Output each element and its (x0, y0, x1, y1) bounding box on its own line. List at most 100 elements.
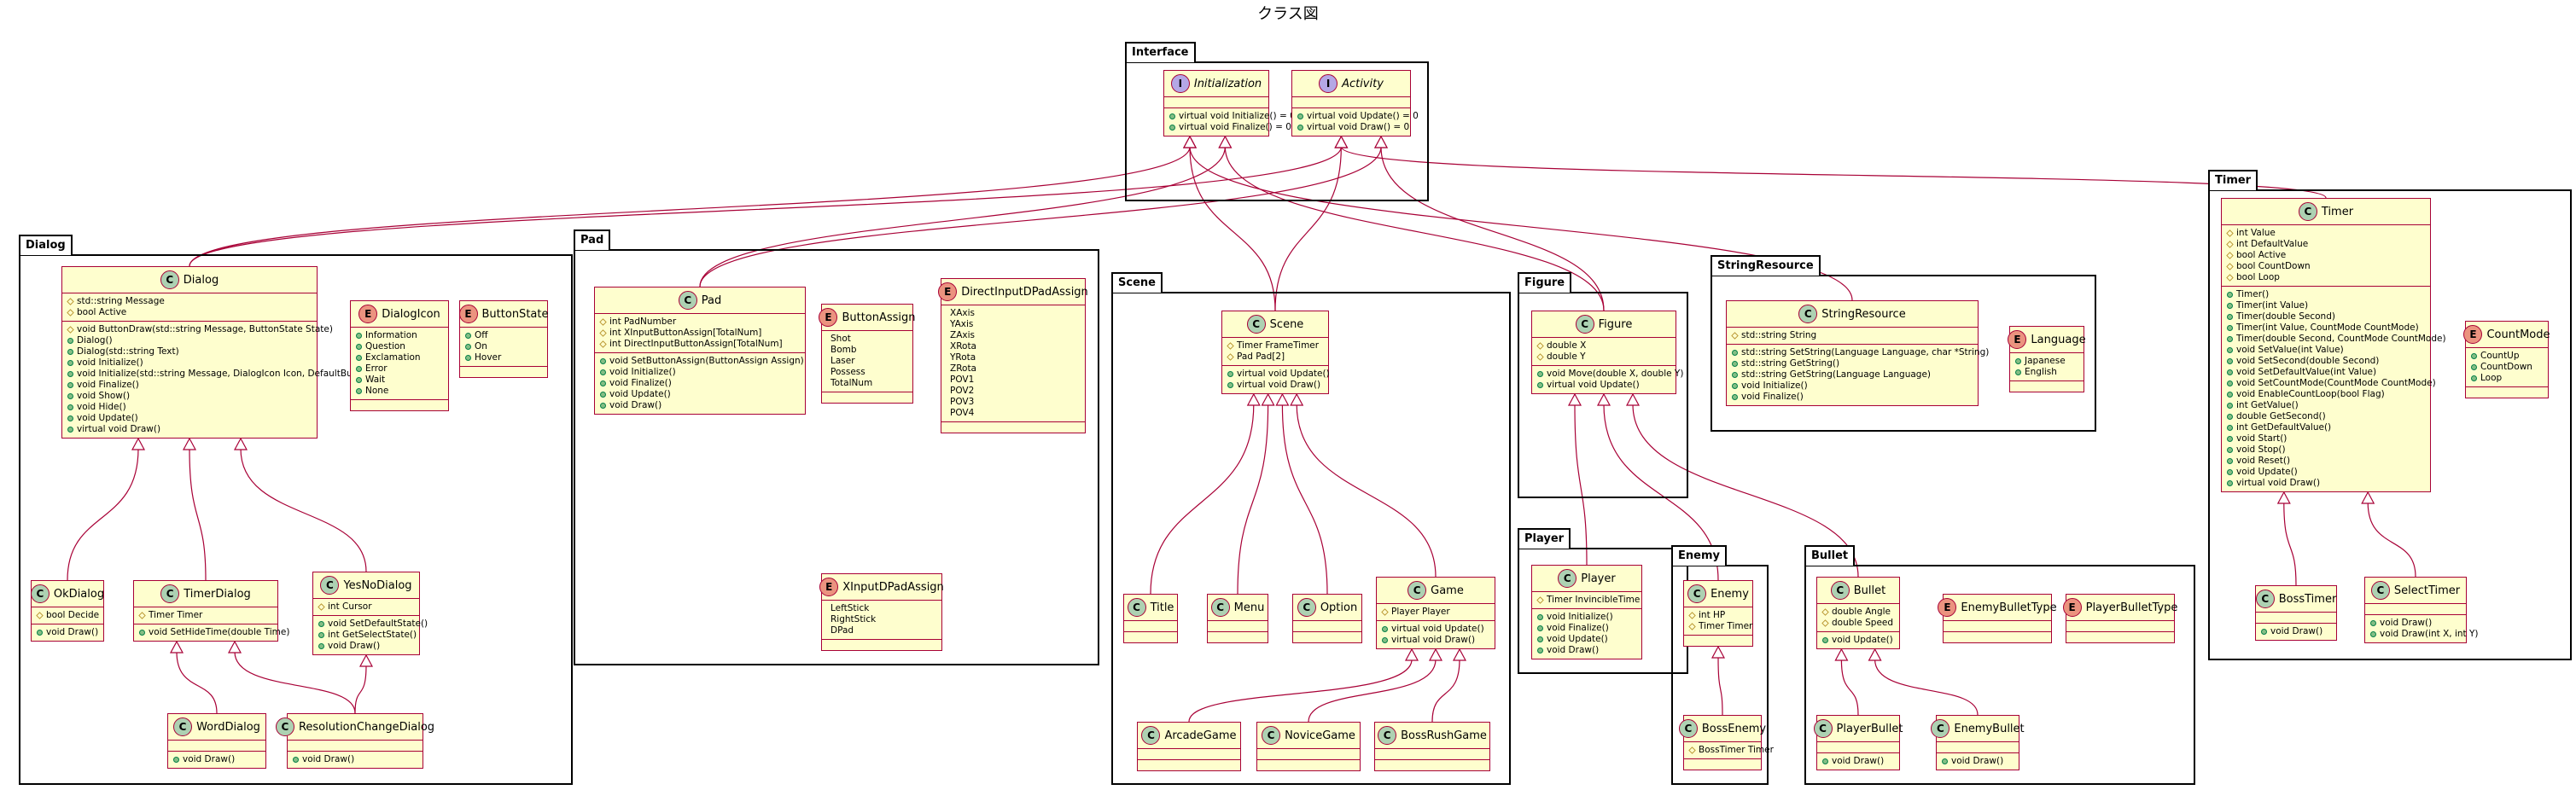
member-text: POV1 (950, 375, 975, 385)
member-row: LeftStick (827, 603, 936, 614)
protected-visibility-icon (1227, 342, 1234, 350)
class-badge-icon: C (2298, 202, 2317, 221)
public-visibility-icon (318, 621, 324, 627)
public-visibility-icon (356, 333, 362, 339)
member-row: void Draw() (1822, 756, 1894, 767)
member-text: void Finalize() (77, 380, 139, 390)
member-text: void Update() (1547, 634, 1608, 644)
member-row: double GetSecond() (2227, 411, 2425, 422)
member-text: BossTimer Timer (1699, 745, 1774, 755)
public-visibility-icon (356, 355, 362, 361)
public-visibility-icon (1382, 637, 1388, 643)
methods-section: void ButtonDraw(std::string Message, But… (62, 321, 374, 438)
member-row: void Finalize() (1537, 623, 1636, 634)
member-row: double Speed (1821, 618, 1894, 629)
member-row: double Y (1536, 351, 1670, 363)
member-text: void ButtonDraw(std::string Message, But… (77, 324, 333, 334)
member-text: YAxis (950, 319, 974, 329)
member-row: void Draw() (173, 754, 260, 765)
member-text: Pad Pad[2] (1237, 351, 1285, 362)
public-visibility-icon (67, 360, 73, 366)
protected-visibility-icon (318, 603, 325, 611)
class-name: CountMode (2486, 328, 2550, 341)
inheritance-edge (240, 448, 367, 572)
class-name: Dialog (183, 273, 219, 287)
protected-visibility-icon (2226, 229, 2234, 237)
class-name: Initialization (1193, 77, 1262, 90)
realization-edge (1189, 146, 1276, 311)
public-visibility-icon (2227, 358, 2233, 364)
hollow-arrowhead-icon (358, 653, 374, 667)
public-visibility-icon (1537, 636, 1543, 642)
fields-section (1124, 620, 1177, 631)
class-name: Option (1320, 601, 1358, 614)
methods-section: virtual void Update()virtual void Draw() (1222, 365, 1330, 393)
class-name: YesNoDialog (343, 578, 412, 592)
member-text: Possess (830, 367, 865, 377)
realization-edge (699, 146, 1382, 288)
class-badge-icon: C (1678, 719, 1698, 738)
member-text: Timer Timer (1699, 621, 1753, 631)
fields-section: int Cursor (313, 598, 419, 615)
member-row: void SetSecond(double Second) (2227, 356, 2425, 367)
member-row: Shot (827, 334, 907, 345)
class-name: TimerDialog (184, 587, 251, 601)
fields-section: BossTimer Timer (1684, 741, 1774, 758)
member-text: Timer FrameTimer (1237, 340, 1320, 351)
member-text: std::string GetString(Language Language) (1741, 369, 1932, 380)
member-row: Wait (356, 375, 443, 386)
member-row: Pad Pad[2] (1227, 351, 1323, 363)
class-badge-icon: C (2255, 590, 2275, 608)
hollow-arrowhead-icon (233, 437, 248, 450)
member-row: BossTimer Timer (1688, 745, 1774, 756)
member-text: void Move(double X, double Y) (1547, 369, 1684, 379)
member-row: void Finalize() (600, 378, 800, 389)
inheritance-edge (354, 665, 367, 714)
member-text: bool Decide (46, 610, 100, 620)
methods-section (1944, 631, 2051, 642)
class-name: StringResource (1821, 307, 1906, 321)
